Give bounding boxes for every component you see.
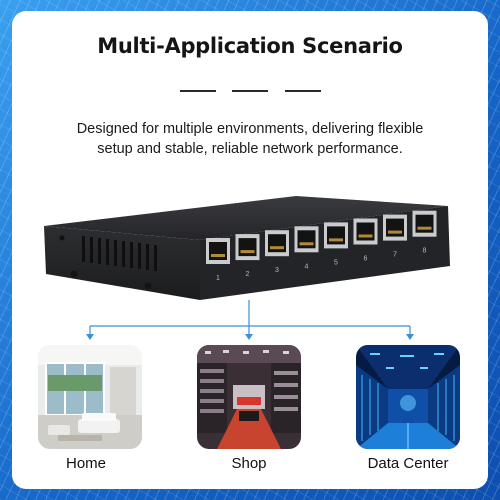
description: Designed for multiple environments, deli… <box>40 119 460 159</box>
dash-2 <box>232 90 268 92</box>
ethernet-port-pins <box>329 238 343 242</box>
title-dash-divider <box>0 90 500 92</box>
port-number-label: 8 <box>423 248 427 255</box>
dash-1 <box>180 90 216 92</box>
port-number-label: 3 <box>275 267 279 274</box>
ethernet-port-pins <box>358 234 373 238</box>
ethernet-port-pins <box>388 230 402 234</box>
ethernet-port-pins <box>240 250 255 254</box>
scenario-image-data-center <box>356 345 460 449</box>
page-title: Multi-Application Scenario <box>97 34 403 58</box>
ethernet-port-pins <box>211 254 225 257</box>
description-line-1: Designed for multiple environments, deli… <box>76 121 424 137</box>
port-number-label: 2 <box>246 271 250 278</box>
port-number-label: 1 <box>216 275 220 282</box>
ethernet-port-socket <box>209 242 227 260</box>
scenario-image-home <box>38 345 142 449</box>
ethernet-port-socket <box>238 238 257 257</box>
port-number-label: 6 <box>364 256 368 263</box>
ethernet-port-socket <box>327 226 345 245</box>
ethernet-port-socket <box>386 218 404 237</box>
port-number-label: 7 <box>393 252 397 259</box>
description-line-2: setup and stable, reliable network perfo… <box>97 141 403 157</box>
scenario-label-shop: Shop <box>231 455 267 472</box>
scenario-label-data-center: Data Center <box>367 455 449 472</box>
ethernet-port-socket <box>356 222 375 241</box>
network-switch-image: 1 2 3 4 5 6 7 8 <box>44 196 450 300</box>
scenario-label-home: Home <box>65 455 106 472</box>
power-led <box>59 235 65 241</box>
scenario-image-shop <box>197 345 301 449</box>
port-number-label: 4 <box>305 263 309 270</box>
ethernet-port-socket <box>297 230 316 249</box>
ethernet-port-socket <box>268 234 286 253</box>
port-number-label: 5 <box>334 259 338 266</box>
ethernet-port-pins <box>270 246 284 250</box>
screw <box>144 282 152 290</box>
ethernet-port-pins <box>417 226 432 230</box>
screw <box>70 270 78 278</box>
dash-3 <box>285 90 321 92</box>
ethernet-port-socket <box>415 214 434 233</box>
ethernet-ports: 1 2 3 4 5 6 7 8 <box>206 210 437 282</box>
ethernet-port-pins <box>299 242 314 246</box>
switch-vents <box>82 236 157 271</box>
switch-top-face <box>44 196 448 240</box>
